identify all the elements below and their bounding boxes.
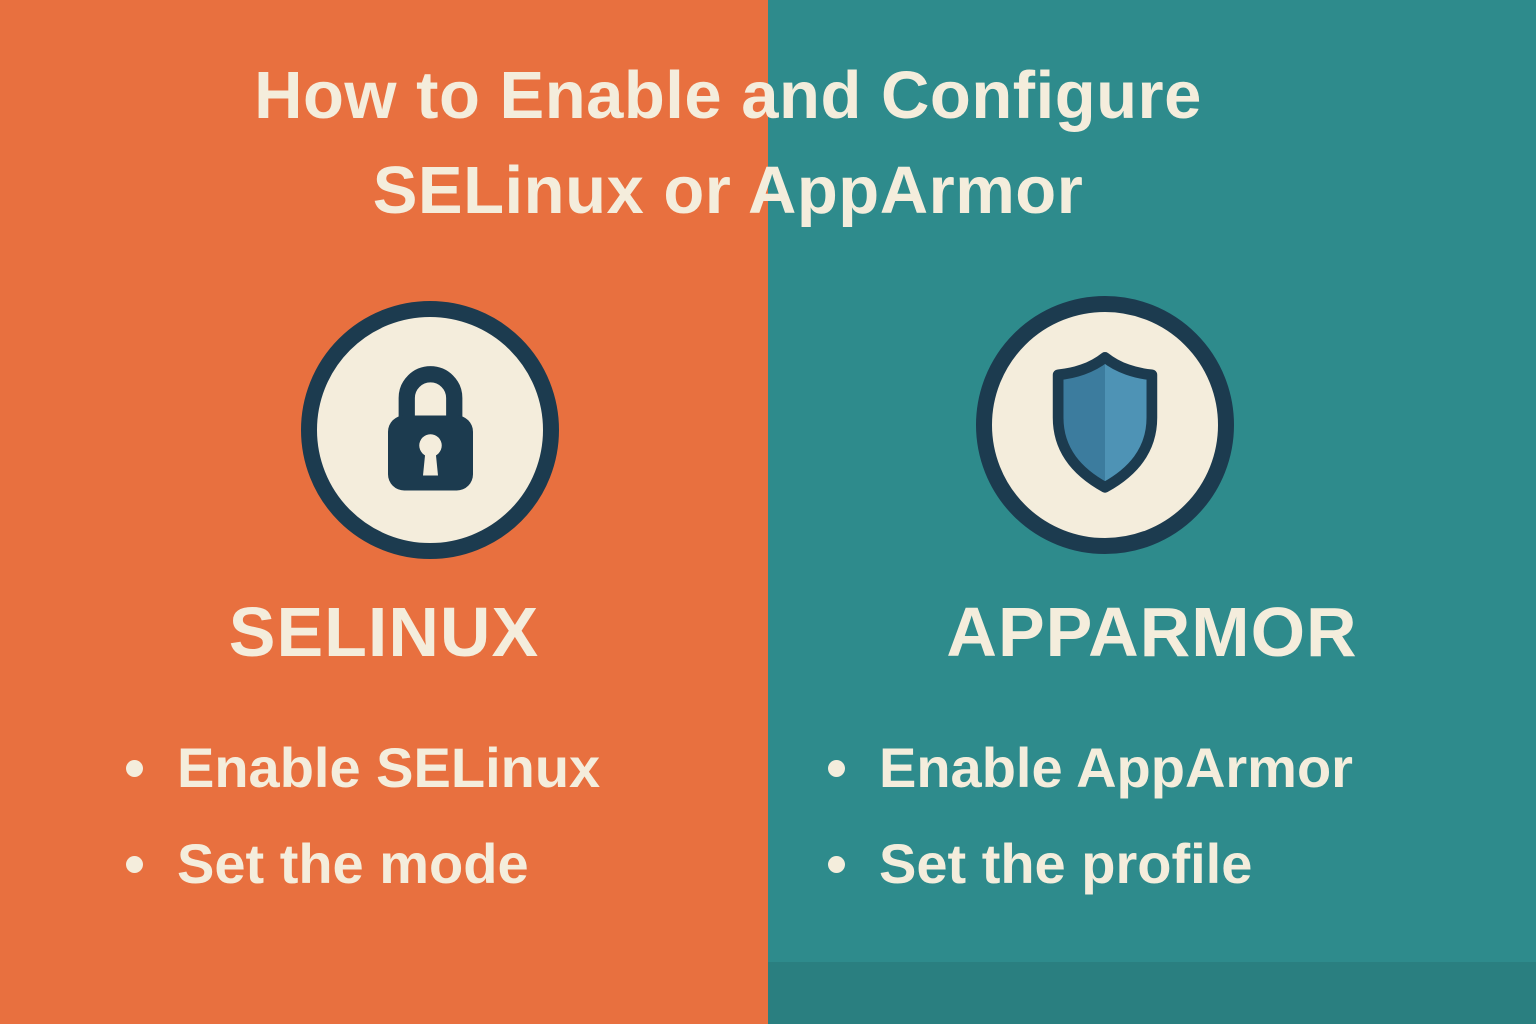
selinux-bullet-list: Enable SELinux Set the mode bbox=[126, 736, 600, 897]
bullet-text: Set the mode bbox=[177, 832, 529, 896]
page-title: How to Enable and Configure SELinux or A… bbox=[0, 48, 1456, 238]
selinux-panel: SELINUX Enable SELinux Set the mode bbox=[126, 301, 601, 897]
shield-icon bbox=[1035, 348, 1175, 503]
bullet-text: Enable AppArmor bbox=[879, 736, 1353, 799]
bullet-text: Set the profile bbox=[879, 832, 1253, 896]
bullet-item: Enable SELinux bbox=[126, 736, 600, 800]
lock-icon-badge bbox=[301, 301, 559, 559]
title-line-1: How to Enable and Configure bbox=[254, 58, 1202, 133]
apparmor-heading: APPARMOR bbox=[946, 593, 1358, 671]
bullet-item: Set the profile bbox=[828, 832, 1353, 896]
bullet-text: Enable SELinux bbox=[177, 736, 601, 799]
bullet-dot bbox=[828, 856, 845, 874]
apparmor-panel: APPARMOR Enable AppArmor Set the profile bbox=[768, 0, 1536, 1024]
shield-icon-badge bbox=[976, 296, 1234, 554]
bullet-dot bbox=[126, 856, 143, 874]
bottom-strip bbox=[768, 962, 1536, 1024]
bullet-item: Set the mode bbox=[126, 832, 600, 896]
bullet-dot bbox=[126, 759, 143, 777]
lock-icon bbox=[368, 353, 493, 508]
bullet-item: Enable AppArmor bbox=[828, 736, 1353, 800]
selinux-heading: SELINUX bbox=[228, 593, 540, 671]
bullet-dot bbox=[828, 759, 845, 777]
title-line-2: SELinux or AppArmor bbox=[372, 153, 1084, 229]
apparmor-bullet-list: Enable AppArmor Set the profile bbox=[828, 736, 1353, 897]
